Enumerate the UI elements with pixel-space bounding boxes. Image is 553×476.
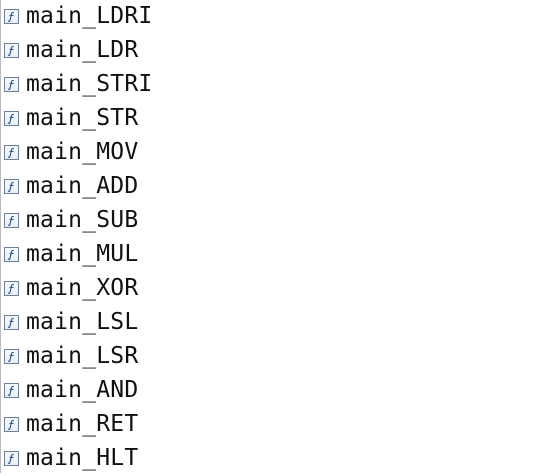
function-icon: [4, 417, 19, 432]
function-icon: [4, 247, 19, 262]
function-name-label: main_LDR: [26, 37, 139, 63]
function-icon: [4, 315, 19, 330]
function-name-label: main_LDRI: [26, 3, 153, 29]
function-icon: [4, 145, 19, 160]
function-name-label: main_MOV: [26, 139, 139, 165]
function-icon: [4, 213, 19, 228]
function-icon: [4, 281, 19, 296]
list-left-border: [0, 0, 1, 473]
function-name-label: main_RET: [26, 411, 139, 437]
function-name-label: main_STRI: [26, 71, 153, 97]
function-icon: [4, 451, 19, 466]
function-name-label: main_XOR: [26, 275, 139, 301]
function-name-label: main_LSL: [26, 309, 139, 335]
function-name-label: main_AND: [26, 377, 139, 403]
function-icon: [4, 383, 19, 398]
function-icon: [4, 179, 19, 194]
function-icon: [4, 349, 19, 364]
function-icon: [4, 43, 19, 58]
function-icon: [4, 77, 19, 92]
function-name-label: main_MUL: [26, 241, 139, 267]
function-icon: [4, 111, 19, 126]
function-name-label: main_LSR: [26, 343, 139, 369]
function-name-label: main_STR: [26, 105, 139, 131]
function-name-label: main_HLT: [26, 445, 139, 471]
function-icon: [4, 9, 19, 24]
function-name-label: main_ADD: [26, 173, 139, 199]
function-name-label: main_SUB: [26, 207, 139, 233]
